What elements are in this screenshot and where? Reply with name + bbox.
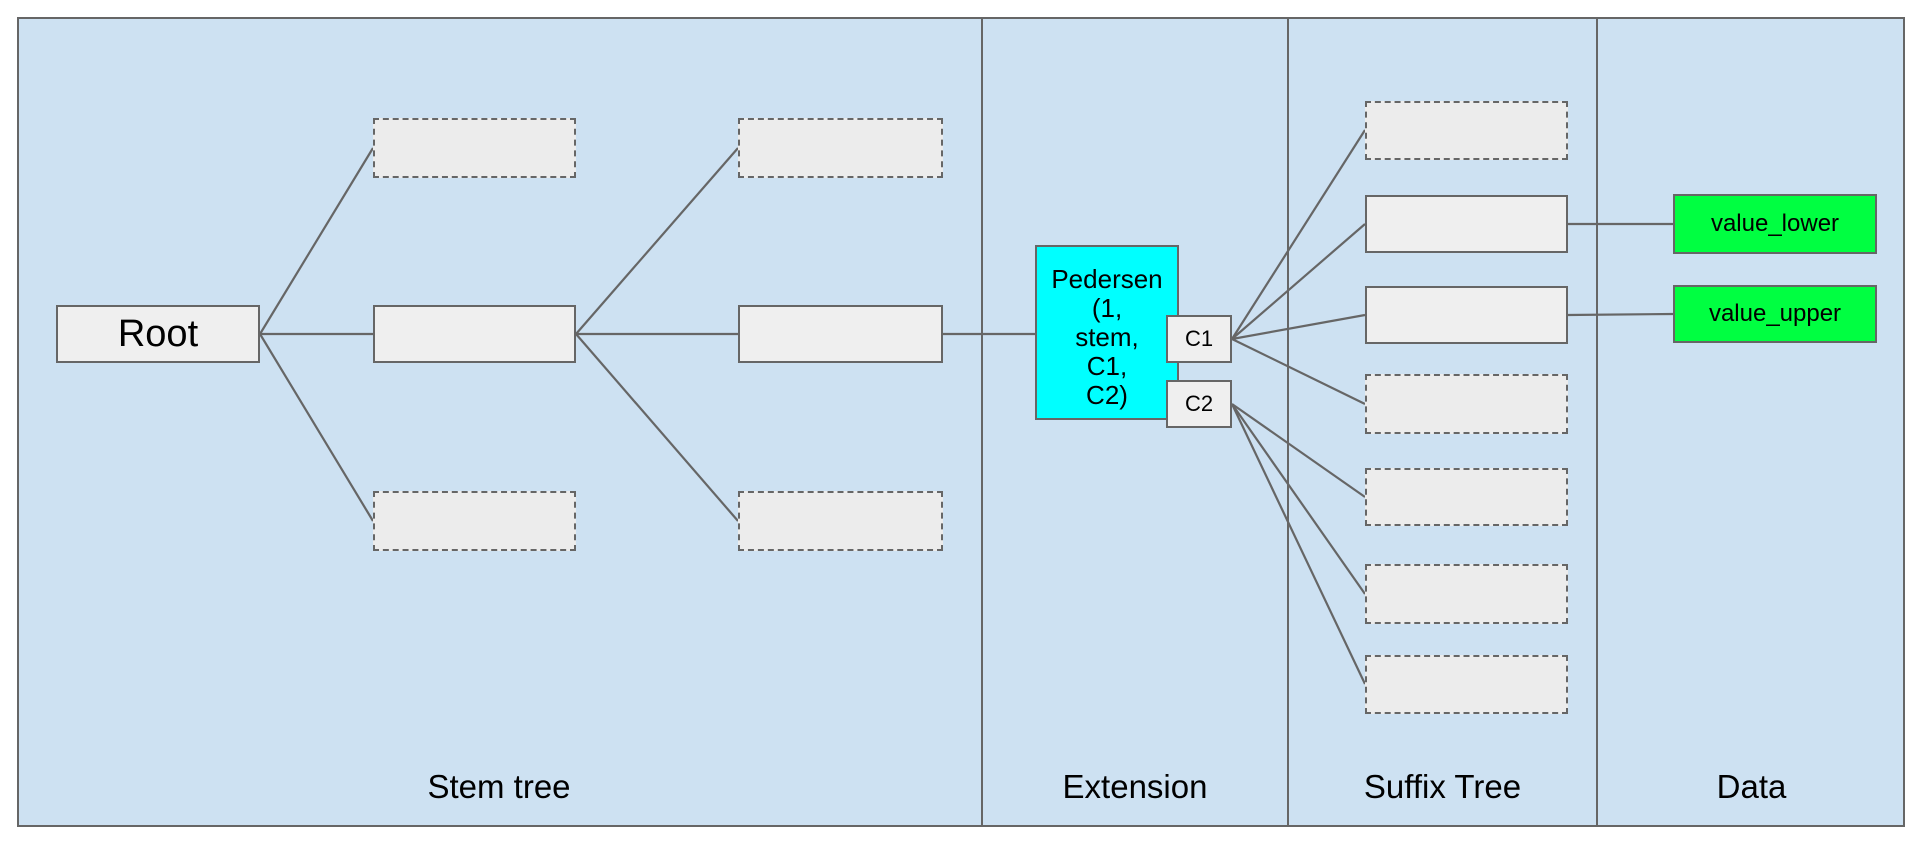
suffix-placeholder-1[interactable]: [1365, 101, 1568, 160]
suffix-placeholder-7[interactable]: [1365, 655, 1568, 714]
divider-stem-extension: [981, 17, 983, 827]
section-label-stem-tree: Stem tree: [427, 768, 571, 805]
stem1-placeholder-top[interactable]: [373, 118, 576, 178]
pedersen-commitment-node[interactable]: Pedersen (1, stem, C1, C2): [1035, 245, 1179, 420]
divider-suffix-data: [1596, 17, 1598, 827]
stem2-placeholder-top[interactable]: [738, 118, 943, 178]
diagram-frame: [17, 17, 1905, 827]
section-label-data: Data: [1716, 768, 1787, 805]
stem1-node-middle[interactable]: [373, 305, 576, 363]
suffix-node-3[interactable]: [1365, 286, 1568, 344]
root-node[interactable]: Root: [56, 305, 260, 363]
suffix-placeholder-6[interactable]: [1365, 564, 1568, 624]
stem2-placeholder-bottom[interactable]: [738, 491, 943, 551]
section-label-extension: Extension: [1062, 768, 1208, 805]
suffix-node-2[interactable]: [1365, 195, 1568, 253]
value-lower-node[interactable]: value_lower: [1673, 194, 1877, 254]
stem2-node-middle[interactable]: [738, 305, 943, 363]
divider-extension-suffix: [1287, 17, 1289, 827]
value-upper-node[interactable]: value_upper: [1673, 285, 1877, 343]
suffix-placeholder-5[interactable]: [1365, 468, 1568, 526]
c2-node[interactable]: C2: [1166, 380, 1232, 428]
c1-node[interactable]: C1: [1166, 315, 1232, 363]
suffix-placeholder-4[interactable]: [1365, 374, 1568, 434]
stem1-placeholder-bottom[interactable]: [373, 491, 576, 551]
section-label-suffix-tree: Suffix Tree: [1363, 768, 1522, 805]
